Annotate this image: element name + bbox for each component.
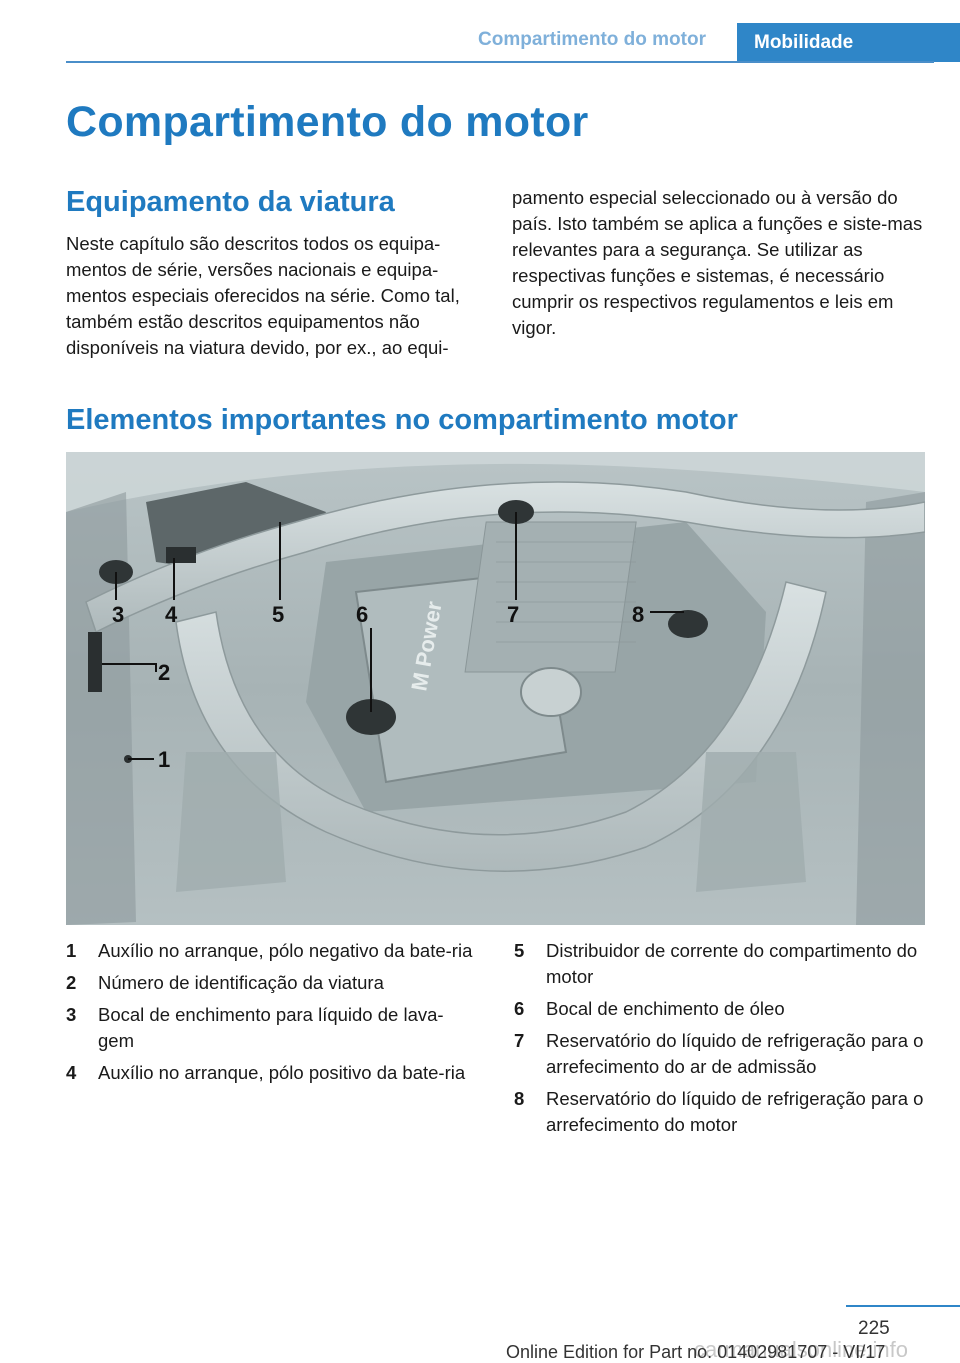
- legend-left-column: 1 Auxílio no arranque, pólo negativo da …: [66, 938, 476, 1092]
- legend-text: Número de identificação da viatura: [98, 972, 384, 993]
- legend-text: Bocal de enchimento para líquido de lava…: [98, 1004, 444, 1051]
- legend-text: Reservatório do líquido de refrigeração …: [546, 1088, 924, 1135]
- oil-filler-cap: [346, 699, 396, 735]
- paragraph-left-column: Neste capítulo são descritos todos os eq…: [66, 233, 460, 358]
- legend-item: 8 Reservatório do líquido de refrigeraçã…: [514, 1086, 930, 1138]
- leader-line-2: [102, 663, 157, 672]
- legend-item: 2 Número de identificação da viatura: [66, 970, 476, 996]
- watermark: carmanualsonline.info: [694, 1337, 909, 1362]
- header-rule: [66, 61, 934, 63]
- callout-3: 3: [112, 602, 124, 627]
- page-title: Compartimento do motor: [66, 98, 589, 146]
- strut-brace-top: [85, 481, 925, 634]
- page-number: 225: [858, 1318, 890, 1339]
- legend-item: 1 Auxílio no arranque, pólo negativo da …: [66, 938, 476, 964]
- legend-number: 8: [514, 1088, 525, 1109]
- callout-1: 1: [158, 747, 170, 772]
- legend-text: Auxílio no arranque, pólo negativo da ba…: [98, 940, 473, 961]
- section-heading-equipment: Equipamento da viatura: [66, 186, 395, 218]
- legend-item: 6 Bocal de enchimento de óleo: [514, 996, 930, 1022]
- legend-number: 4: [66, 1062, 77, 1083]
- legend-number: 1: [66, 940, 77, 961]
- engine-coolant-cap: [668, 610, 708, 638]
- header-chapter-tab[interactable]: Mobilidade: [737, 23, 960, 62]
- legend-text: Auxílio no arranque, pólo positivo da ba…: [98, 1062, 466, 1083]
- footer-edition: Online Edition for Part no. 01402981707 …: [506, 1342, 886, 1362]
- vin-plate: [88, 632, 102, 692]
- legend-number: 6: [514, 998, 525, 1019]
- legend-number: 3: [66, 1004, 77, 1025]
- callout-4: 4: [165, 602, 178, 627]
- legend-number: 2: [66, 972, 77, 993]
- legend-text: Reservatório do líquido de refrigeração …: [546, 1030, 924, 1077]
- footer-rule: [846, 1305, 960, 1307]
- legend-number: 7: [514, 1030, 525, 1051]
- callout-7: 7: [507, 602, 519, 627]
- section-heading-engine-elements: Elementos importantes no compartimento m…: [66, 404, 738, 436]
- callout-5: 5: [272, 602, 284, 627]
- callout-6: 6: [356, 602, 368, 627]
- engine-compartment-figure: M Power 1 2 3 4 5 6 7 8: [66, 452, 925, 925]
- legend-text: Bocal de enchimento de óleo: [546, 998, 785, 1019]
- legend-right-column: 5 Distribuidor de corrente do compartime…: [514, 938, 930, 1144]
- legend-text: Distribuidor de corrente do compartiment…: [546, 940, 918, 987]
- legend-item: 3 Bocal de enchimento para líquido de la…: [66, 1002, 476, 1054]
- legend-number: 5: [514, 940, 525, 961]
- positive-terminal: [166, 547, 196, 563]
- callout-8: 8: [632, 602, 644, 627]
- legend-item: 4 Auxílio no arranque, pólo positivo da …: [66, 1060, 476, 1086]
- header-section-title: Compartimento do motor: [478, 29, 706, 50]
- legend-item: 5 Distribuidor de corrente do compartime…: [514, 938, 930, 990]
- strut-brace-lower: [175, 581, 827, 872]
- paragraph-right-column: pamento especial seleccionado ou à versã…: [512, 187, 923, 338]
- legend-item: 7 Reservatório do líquido de refrigeraçã…: [514, 1028, 930, 1080]
- callout-2: 2: [158, 660, 170, 685]
